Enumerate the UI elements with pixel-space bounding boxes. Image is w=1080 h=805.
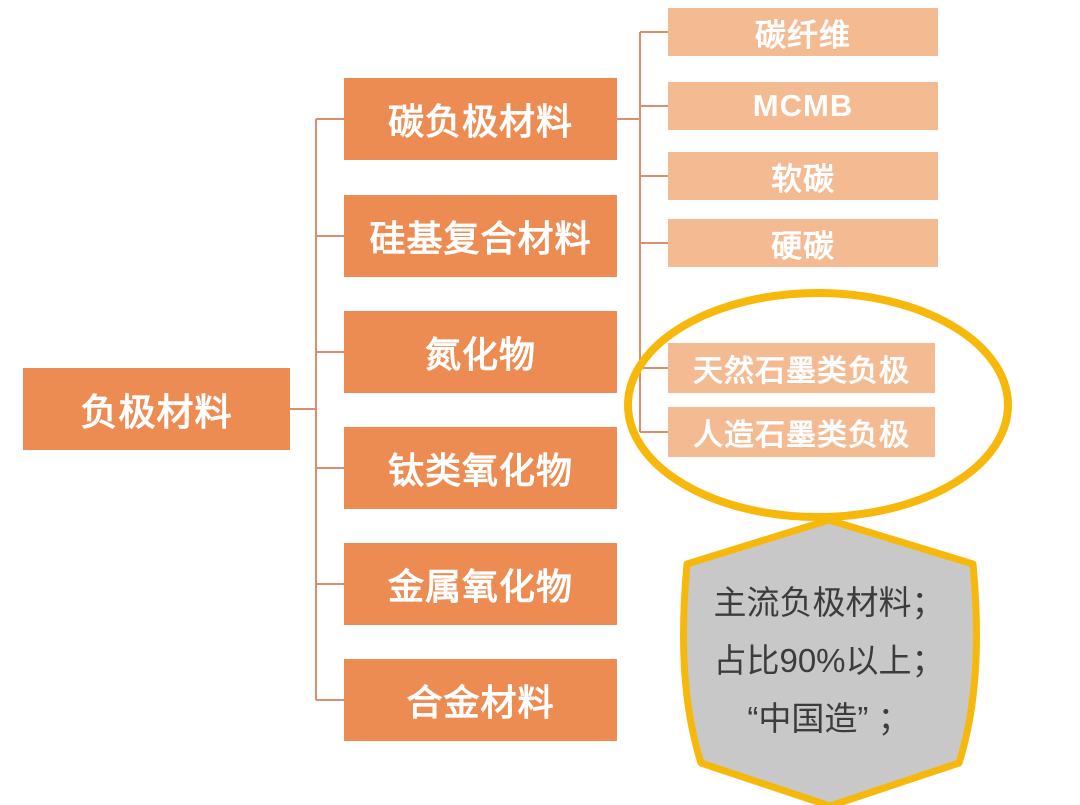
subnode-artificial-graphite-anode: 人造石墨类负极 <box>668 407 935 457</box>
node-silicon-composite-material: 硅基复合材料 <box>344 195 617 277</box>
node-carbon-anode-material: 碳负极材料 <box>344 78 617 160</box>
callout-line-mainstream: 主流负极材料； <box>713 584 945 621</box>
node-anode-materials: 负极材料 <box>23 368 290 450</box>
subnode-soft-carbon: 软碳 <box>668 152 938 200</box>
callout-line-made-in-china: “中国造” ； <box>747 700 911 737</box>
subnode-mcmb: MCMB <box>668 82 938 130</box>
subnode-hard-carbon: 硬碳 <box>668 219 938 267</box>
node-alloy-material: 合金材料 <box>344 659 617 741</box>
callout-shield-shape <box>680 516 980 805</box>
highlight-ellipse <box>624 289 1012 521</box>
node-nitride: 氮化物 <box>344 311 617 393</box>
node-titanium-oxide: 钛类氧化物 <box>344 427 617 509</box>
callout-line-share: 占比90%以上； <box>713 642 945 679</box>
callout-annotation: 主流负极材料； 占比90%以上； “中国造” ； <box>690 574 968 748</box>
right-tree-connector <box>617 31 668 433</box>
left-tree-connector <box>290 118 344 701</box>
subnode-natural-graphite-anode: 天然石墨类负极 <box>668 343 935 393</box>
node-metal-oxide: 金属氧化物 <box>344 543 617 625</box>
subnode-carbon-fiber: 碳纤维 <box>668 8 938 56</box>
